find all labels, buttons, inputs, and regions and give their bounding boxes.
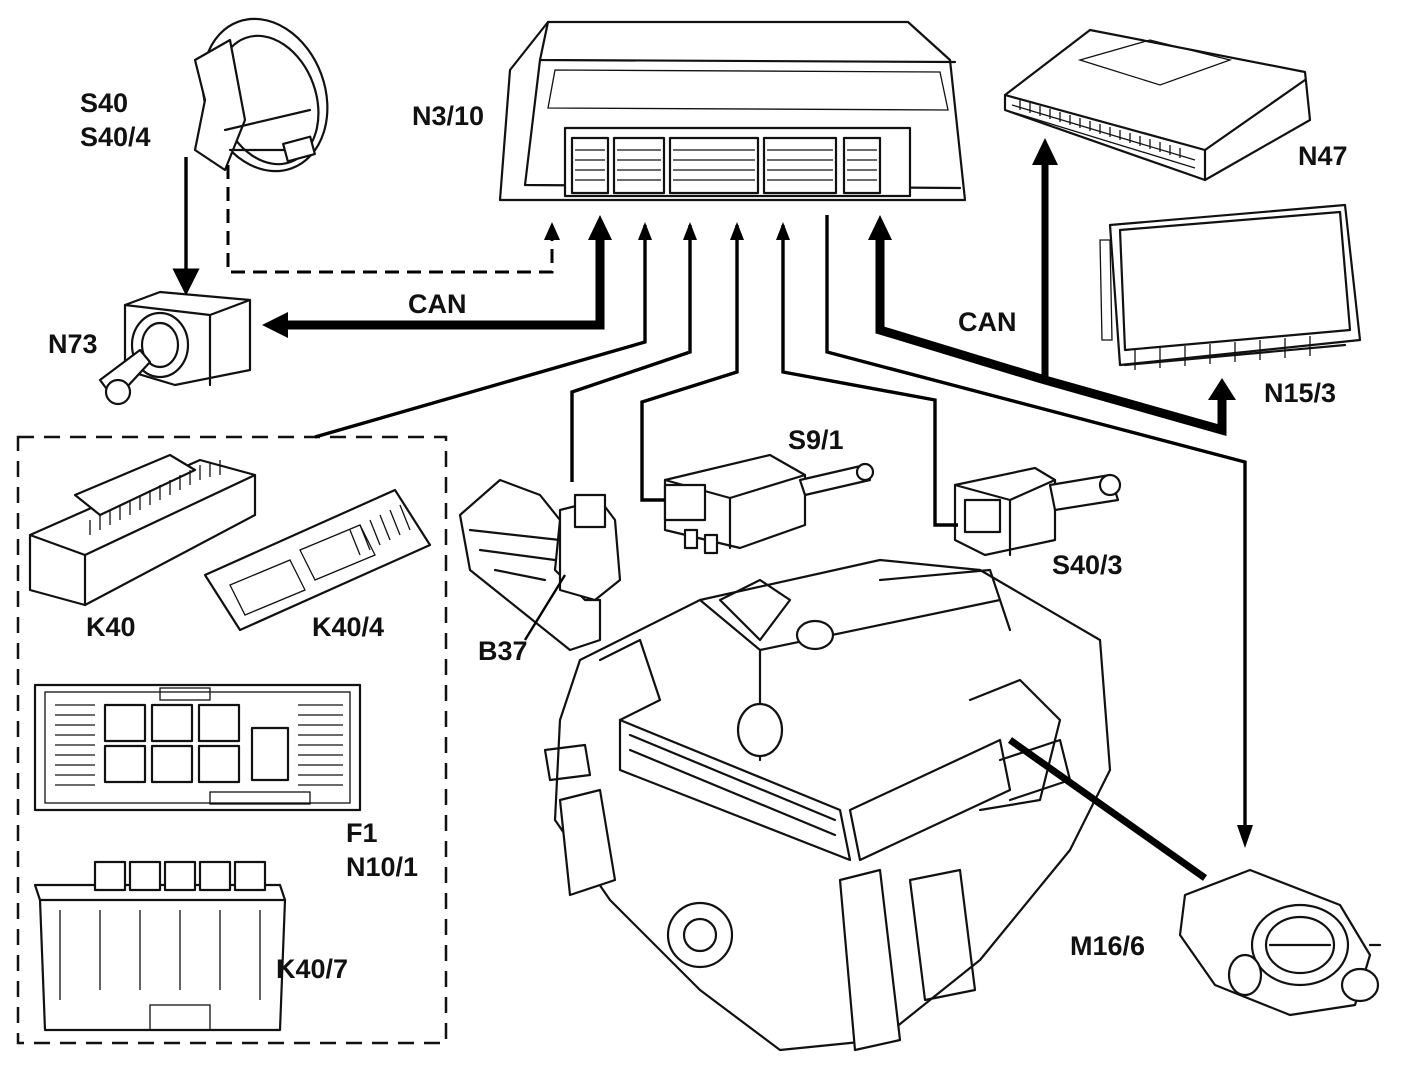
- label-n15-3: N15/3: [1264, 378, 1336, 408]
- label-k40: K40: [86, 612, 136, 642]
- label-s40-4: S40/4: [80, 122, 151, 152]
- pedal-sensor-b37: [458, 478, 622, 652]
- label-f1: F1: [346, 818, 378, 848]
- steering-wheel-s40: [193, 17, 329, 173]
- label-m16-6: M16/6: [1070, 931, 1145, 961]
- label-s40: S40: [80, 88, 128, 118]
- label-s40-3: S40/3: [1052, 550, 1123, 580]
- wiring: [172, 138, 1253, 881]
- label-s9-1: S9/1: [788, 425, 844, 455]
- ignition-switch-n73: [98, 290, 252, 406]
- switch-s40-3: [953, 466, 1122, 557]
- engine: [543, 558, 1112, 1052]
- label-n47: N47: [1298, 141, 1348, 171]
- label-n3-10: N3/10: [412, 101, 484, 131]
- module-n47: [1003, 28, 1312, 182]
- module-n15-3: [1099, 203, 1362, 370]
- label-can-left: CAN: [408, 289, 467, 319]
- label-n10-1: N10/1: [346, 852, 418, 882]
- throttle-actuator-m16-6: [1178, 868, 1382, 1017]
- label-can-right: CAN: [958, 307, 1017, 337]
- fuse-box-f1-n10-1: [33, 683, 362, 812]
- relay-module-k40-4: [203, 488, 432, 632]
- relay-module-k40: [28, 453, 257, 607]
- label-k40-7: K40/7: [276, 954, 348, 984]
- label-n73: N73: [48, 329, 98, 359]
- brake-switch-s9-1: [663, 453, 875, 555]
- label-k40-4: K40/4: [312, 612, 384, 642]
- relay-box-k40-7: [33, 860, 287, 1032]
- control-unit-n3-10: [498, 20, 967, 202]
- label-b37: B37: [478, 636, 528, 666]
- relay-group-box: [16, 435, 448, 1045]
